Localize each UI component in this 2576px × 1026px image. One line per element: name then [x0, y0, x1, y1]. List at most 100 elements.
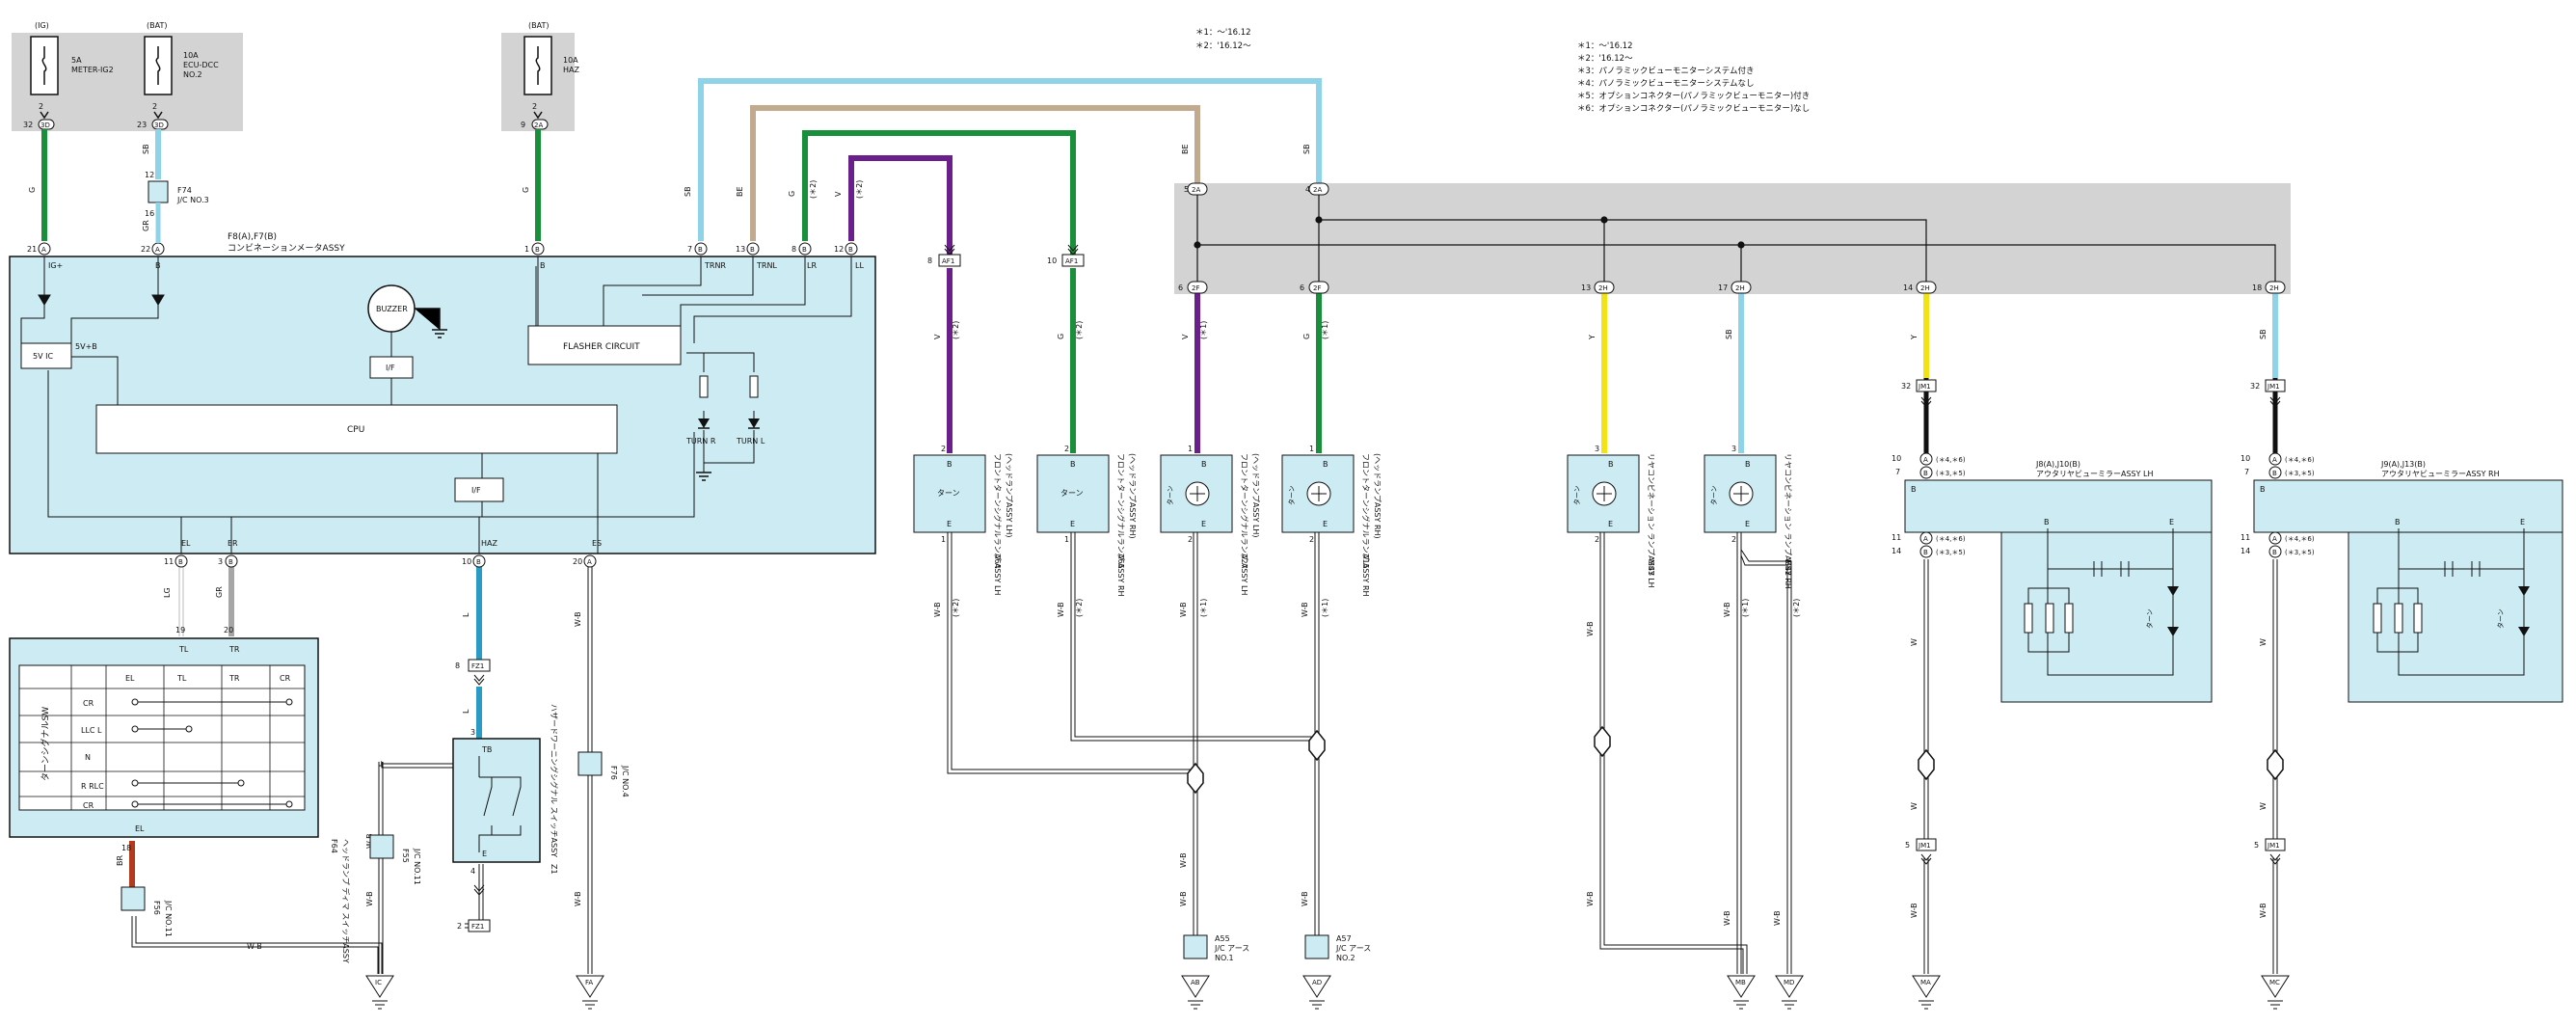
svg-text:20: 20	[573, 557, 582, 566]
lamp-m43: 3 B ターン E 2 リヤコンビネーション ランプASSY LH M43	[1567, 445, 1655, 588]
svg-text:W-B: W-B	[1057, 602, 1065, 617]
svg-text:7: 7	[687, 245, 692, 254]
svg-text:E: E	[1608, 520, 1613, 528]
meter-5vic	[20, 342, 72, 369]
meter-cpu-label: CPU	[347, 425, 364, 435]
note-right-3: ＊3：パノラミックビューモニターシステム付き	[1577, 66, 1755, 76]
svg-text:アウタリヤビューミラーASSY RH: アウタリヤビューミラーASSY RH	[2381, 470, 2500, 478]
svg-text:2H: 2H	[2269, 284, 2279, 292]
lamp-m42: 3 B ターン E 2 リヤコンビネーション ランプASSY RH M42	[1704, 445, 1792, 589]
svg-text:5: 5	[1184, 185, 1189, 194]
svg-text:10: 10	[1892, 454, 1901, 463]
note-right-1: ＊1：～'16.12	[1577, 41, 1633, 51]
svg-text:6: 6	[1178, 284, 1183, 292]
lamp-a15: 1 B ターン E 2 フロントターンシグナルランプ ASSY RH (ヘッドラ…	[1281, 445, 1382, 597]
svg-text:V: V	[1181, 334, 1190, 339]
svg-text:TRNL: TRNL	[756, 261, 777, 270]
svg-text:F74: F74	[177, 186, 192, 195]
svg-text:ターン: ターン	[1060, 489, 1084, 498]
svg-text:(＊2): (＊2)	[855, 180, 864, 199]
svg-text:(ヘッドランプASSY LH): (ヘッドランプASSY LH)	[1251, 453, 1260, 538]
svg-text:EL: EL	[181, 539, 191, 548]
svg-text:3: 3	[1731, 445, 1736, 453]
svg-text:11: 11	[2241, 533, 2250, 542]
svg-text:MA: MA	[1920, 979, 1931, 986]
svg-text:Y: Y	[1910, 335, 1919, 340]
svg-text:2F: 2F	[1313, 284, 1321, 292]
svg-text:3D: 3D	[40, 122, 50, 129]
svg-text:W-B: W-B	[1723, 602, 1731, 617]
meter-5vb-label: 5V+B	[75, 342, 97, 351]
svg-text:ターン: ターン	[2145, 608, 2154, 629]
svg-text:M42: M42	[1784, 559, 1792, 576]
svg-text:NO.2: NO.2	[1336, 954, 1355, 962]
svg-text:32: 32	[1901, 382, 1911, 391]
mirror-lh: JM1 32 10 A (＊4,＊6) 7 B (＊3,＊5) B J8(A),…	[1892, 379, 2213, 703]
svg-text:2H: 2H	[1735, 284, 1745, 292]
svg-text:W: W	[2259, 638, 2267, 646]
svg-text:IG+: IG+	[48, 261, 63, 270]
svg-text:JM1: JM1	[2267, 383, 2280, 391]
svg-text:M43: M43	[1647, 559, 1655, 576]
svg-text:J9(A),J13(B): J9(A),J13(B)	[2380, 460, 2426, 469]
svg-text:5: 5	[1905, 841, 1910, 850]
svg-text:B: B	[2260, 485, 2266, 494]
svg-text:B: B	[540, 261, 546, 270]
note-left-1: ＊1：～'16.12	[1195, 28, 1251, 38]
wire-v-ll	[848, 155, 953, 258]
wire-g-lr	[802, 130, 1076, 258]
svg-text:リヤコンビネーション ランプASSY RH: リヤコンビネーション ランプASSY RH	[1784, 453, 1792, 589]
jm1-lower: JM1 5 JM1 5	[1905, 838, 2286, 865]
svg-text:ターン: ターン	[2496, 608, 2505, 629]
svg-text:11: 11	[164, 557, 174, 566]
svg-text:A15: A15	[1361, 554, 1370, 569]
svg-text:FZ1: FZ1	[471, 923, 484, 931]
svg-text:NO.1: NO.1	[1215, 954, 1234, 962]
svg-text:32: 32	[23, 121, 33, 129]
svg-text:W-B: W-B	[1586, 891, 1595, 906]
svg-text:FZ1: FZ1	[471, 662, 484, 670]
meter-if1	[369, 356, 414, 379]
svg-text:A: A	[1923, 456, 1928, 464]
junction-bus	[1194, 195, 2276, 282]
svg-text:G: G	[522, 187, 530, 193]
svg-text:J/C アース: J/C アース	[1335, 944, 1371, 953]
wire-nodes	[1187, 725, 2284, 795]
hazard-switch-z1: FZ1 8 3 TB E 4 FZ1 2 ハザードワーニングシグナル スイッチA…	[452, 659, 559, 932]
svg-text:SB: SB	[684, 186, 692, 197]
svg-text:F56: F56	[152, 901, 161, 915]
svg-text:Z1: Z1	[550, 864, 558, 875]
svg-text:13: 13	[1581, 284, 1591, 292]
svg-text:14: 14	[2241, 547, 2250, 555]
svg-text:LG: LG	[163, 587, 172, 598]
svg-text:W: W	[1910, 802, 1919, 810]
wire-labels: G SB GR G SB BE G V (＊2) (＊2) BE SB V (＊…	[28, 144, 2267, 951]
svg-text:B: B	[2272, 470, 2277, 477]
svg-text:ES: ES	[592, 539, 602, 548]
svg-text:(＊1): (＊1)	[1199, 321, 1208, 339]
svg-text:4: 4	[1305, 185, 1310, 194]
fuse-haz: (BAT) 10A HAZ	[523, 21, 579, 95]
svg-text:(BAT): (BAT)	[528, 21, 549, 30]
svg-text:ターン: ターン	[1709, 485, 1718, 505]
svg-text:リヤコンビネーション ランプASSY LH: リヤコンビネーション ランプASSY LH	[1647, 453, 1655, 588]
svg-text:B: B	[1070, 460, 1076, 469]
svg-text:J/C NO.11: J/C NO.11	[164, 900, 173, 937]
svg-text:B: B	[228, 558, 233, 566]
svg-text:HAZ: HAZ	[481, 539, 497, 548]
svg-text:B: B	[178, 558, 183, 566]
svg-text:G: G	[1302, 334, 1311, 339]
svg-text:B: B	[1745, 460, 1751, 469]
svg-text:9: 9	[521, 121, 525, 129]
svg-text:MB: MB	[1735, 979, 1746, 986]
svg-text:B: B	[1923, 470, 1928, 477]
svg-text:W: W	[2259, 802, 2267, 810]
meter-top-pins: 21 A IG+ 22 A B 1 B B 7 B TRNR 13 B TRNL	[27, 242, 864, 270]
svg-text:2A: 2A	[1192, 186, 1200, 194]
switch-f64: 19 20 TL TR EL TL TR CR CR LLC L N R RLC…	[9, 626, 351, 963]
svg-text:A: A	[155, 246, 160, 254]
svg-text:(BAT): (BAT)	[147, 21, 167, 30]
svg-text:V: V	[834, 191, 843, 197]
svg-text:CR: CR	[83, 699, 94, 708]
svg-text:10A: 10A	[183, 51, 199, 60]
